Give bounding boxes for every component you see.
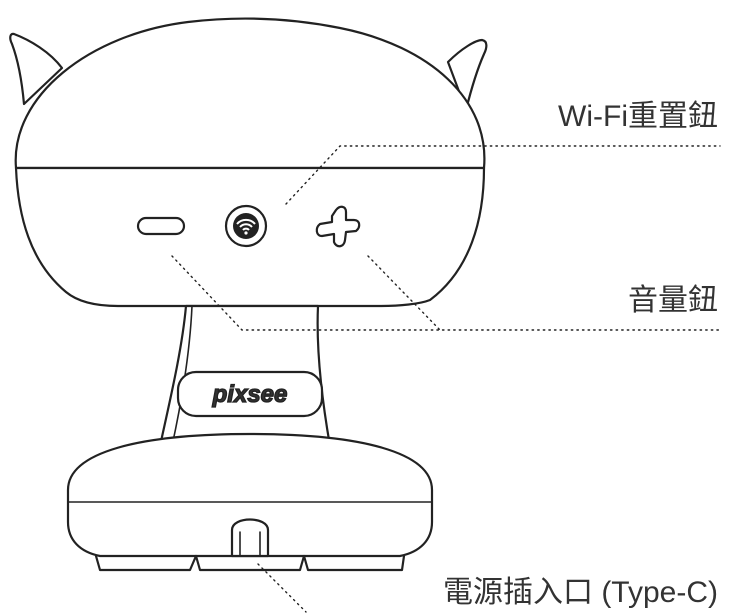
leader-wifi <box>285 145 721 205</box>
leader-volume <box>171 255 721 331</box>
wifi-icon <box>233 213 259 239</box>
brand-logo: pixsee <box>212 381 288 408</box>
right-ear <box>446 38 488 112</box>
volume-button[interactable] <box>315 205 361 248</box>
brand-badge <box>176 370 324 418</box>
callout-wifi-reset: Wi-Fi重置鈕 <box>558 100 718 133</box>
head-dome <box>14 17 486 170</box>
left-ear <box>9 32 64 106</box>
power-port[interactable] <box>230 518 270 558</box>
callout-volume: 音量鈕 <box>628 284 718 317</box>
leader-power <box>257 563 307 613</box>
speaker-slot <box>136 216 186 236</box>
callout-power: 電源插入口 (Type-C) <box>443 576 718 609</box>
base-feet <box>94 554 406 572</box>
